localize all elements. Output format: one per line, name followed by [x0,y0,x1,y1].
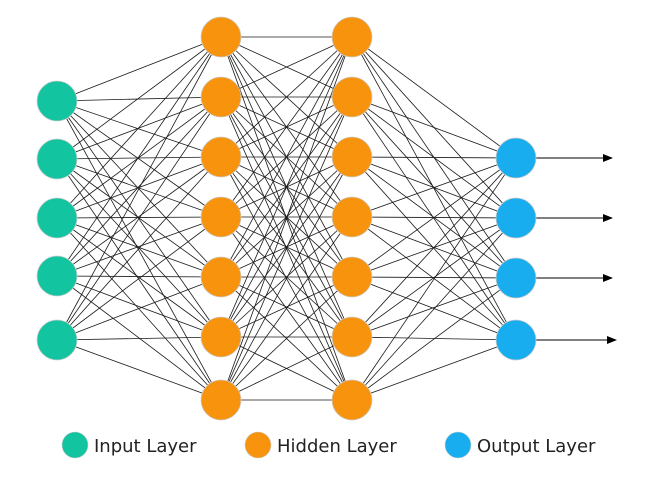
legend-label-input: Input Layer [94,436,197,457]
legend-label-output: Output Layer [477,436,596,457]
connection-line [56,216,222,341]
connection-line [56,217,222,338]
connection-line [56,275,222,401]
connection-line [56,36,222,102]
connection-line [351,156,517,341]
connection-line [56,156,222,219]
input-node [36,319,78,361]
connection-line [56,276,222,341]
input-node [36,255,78,297]
connection-line [220,216,353,338]
connection-line [56,100,222,401]
connection-line [351,157,517,278]
output-node [495,137,537,179]
connection-line [56,339,222,401]
connection-line [56,275,222,338]
connection-line [351,157,517,218]
hidden-node [200,379,242,421]
connection-line [56,100,222,158]
output-node [495,197,537,239]
connection-line [351,96,517,159]
input-node [36,80,78,122]
connection-line [56,96,222,219]
connection-line [220,276,353,338]
connection-line [56,36,222,341]
connection-line [56,156,222,277]
connection-line [351,339,517,401]
nodes-group [36,16,537,421]
connection-line [220,36,353,98]
connection-line [351,217,517,338]
connection-line [56,275,222,278]
hidden-node [331,316,373,358]
connection-line [220,96,353,401]
connection-line [56,216,222,219]
connection-line [220,36,353,401]
connection-line [351,277,517,401]
connection-line [56,36,222,277]
hidden-node [331,379,373,421]
hidden-node [331,136,373,178]
connection-line [220,276,353,401]
legend-item-hidden: Hidden Layer [244,431,397,459]
hidden-node [200,256,242,298]
connection-line [56,96,222,277]
hidden-node [331,256,373,298]
hidden-node [200,16,242,58]
connection-line [220,216,353,401]
connection-line [220,156,353,338]
connection-line [56,156,222,160]
connection-line [56,96,222,341]
connection-line [220,156,353,401]
legend-dot-output [444,431,472,459]
output-arrows-group [536,154,617,344]
connection-line [351,96,517,341]
connection-line [56,36,222,219]
connection-line [351,277,517,338]
connection-line [220,36,353,338]
connection-line [56,156,222,341]
connection-line [351,157,517,338]
connection-line [56,216,222,277]
connection-line [220,36,353,158]
output-node [495,319,537,361]
legend-label-hidden: Hidden Layer [277,436,397,457]
connection-line [56,96,222,102]
connection-line [56,158,222,401]
connection-line [220,336,353,401]
hidden-node [200,316,242,358]
legend-dot-hidden [244,431,272,459]
connection-line [351,157,517,401]
hidden-node [200,76,242,118]
legend-item-output: Output Layer [444,431,596,459]
connection-line [56,217,222,278]
output-node [495,257,537,299]
connection-line [351,217,517,401]
input-node [36,197,78,239]
hidden-node [200,196,242,238]
connection-line [56,100,222,218]
connection-line [351,36,517,159]
hidden-node [200,136,242,178]
hidden-node [331,16,373,58]
connections-group [56,36,517,401]
connection-line [56,336,222,341]
connection-line [351,336,517,341]
connection-line [56,36,222,160]
connection-line [220,36,353,278]
hidden-node [331,76,373,118]
connection-line [220,96,353,338]
legend: Input Layer Hidden Layer Output Layer [61,431,596,459]
input-node [36,138,78,180]
legend-dot-input [61,431,89,459]
legend-item-input: Input Layer [61,431,197,459]
connection-line [351,156,517,159]
connection-line [56,217,222,401]
connection-line [220,36,353,218]
hidden-node [331,196,373,238]
connection-line [351,36,517,341]
